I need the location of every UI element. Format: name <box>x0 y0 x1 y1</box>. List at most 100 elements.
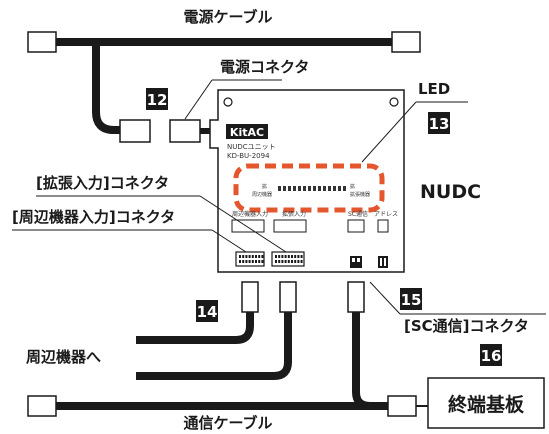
power-connector-leader <box>184 79 213 120</box>
device-model-code: KD-BU-2094 <box>227 152 270 160</box>
connector-pin <box>297 255 300 258</box>
connector-pin <box>287 260 290 263</box>
connector-pin <box>242 255 245 258</box>
badge-12 <box>146 88 168 110</box>
peripheral-leader <box>211 229 247 253</box>
led-segment <box>323 186 326 191</box>
nudc-label: NUDC <box>420 181 481 203</box>
power-cable-label: 電源ケーブル <box>183 8 272 26</box>
connector-pin <box>255 255 257 258</box>
connector-pin <box>248 260 251 263</box>
port-expansion-label: 拡張入力 <box>282 210 306 218</box>
connector-pin <box>278 260 281 263</box>
connector-pin <box>239 255 241 258</box>
power-connector-label: 電源コネクタ <box>220 58 309 76</box>
led-segment <box>278 186 281 191</box>
connector-pin <box>294 260 297 263</box>
connector-pin <box>294 255 297 258</box>
badge-13 <box>428 112 450 134</box>
connector-pin <box>242 260 245 263</box>
led-leader <box>361 101 417 163</box>
led-segment <box>318 186 321 191</box>
badge-16 <box>480 344 502 366</box>
badge-14-text: 14 <box>197 303 218 321</box>
badge-15-text: 15 <box>401 291 422 309</box>
connector-pin <box>291 260 293 263</box>
device-logo: KitAC <box>230 126 264 139</box>
connector-pin <box>251 260 254 263</box>
peripheral-plug-a <box>241 281 259 313</box>
connector-pin <box>300 255 303 258</box>
peripheral-input-connector <box>235 251 265 267</box>
to-peripheral-label: 周辺機器へ <box>26 348 101 366</box>
led-highlight <box>233 163 385 213</box>
expansion-connector-label: [拡張入力]コネクタ <box>36 174 169 192</box>
terminal-jumper <box>378 256 388 268</box>
led-segment <box>303 186 306 191</box>
led-segment <box>283 186 286 191</box>
sc-comm-connector <box>350 256 362 268</box>
connector-pin <box>239 260 241 263</box>
badge-12-text: 12 <box>147 91 168 109</box>
expansion-input-connector <box>271 251 305 267</box>
device-logo-box <box>226 124 268 139</box>
connector-pin <box>275 260 277 263</box>
connector-pin <box>300 260 303 263</box>
expansion-leader <box>199 195 287 253</box>
connector-pin <box>248 255 251 258</box>
connector-pin <box>255 260 257 263</box>
connector-pin <box>261 260 264 263</box>
connector-pin <box>251 255 254 258</box>
port-expansion-slot <box>273 219 307 233</box>
port-address-switch <box>377 219 389 233</box>
peripheral-plug-b <box>279 281 297 313</box>
comm-cable-plug-left <box>27 395 57 417</box>
connector-pin <box>245 255 248 258</box>
power-cable-plug-right <box>391 31 421 53</box>
led-segment <box>298 186 301 191</box>
connector-pin <box>258 255 261 258</box>
badge-16-text: 16 <box>481 347 502 365</box>
led-segment <box>313 186 316 191</box>
led-segment <box>343 186 346 191</box>
connector-pin <box>284 255 287 258</box>
connector-pin <box>281 255 284 258</box>
led-segment <box>338 186 341 191</box>
port-sc-label: SC通信 <box>348 210 368 218</box>
led-label-right-top: 拡 <box>350 183 355 190</box>
connector-pin <box>261 255 264 258</box>
terminal-board-box <box>427 377 545 429</box>
connector-pin <box>297 260 300 263</box>
connector-pin <box>258 260 261 263</box>
peripheral-cable-a <box>136 312 254 344</box>
connector-pin <box>291 255 293 258</box>
led-segment <box>333 186 336 191</box>
sc-connector-label: [SC通信]コネクタ <box>404 317 529 335</box>
led-label-left-bottom: 周辺機器 <box>252 191 272 198</box>
sc-leader <box>369 281 401 315</box>
badge-13-text: 13 <box>429 115 450 133</box>
connector-pin <box>245 260 248 263</box>
power-connector-plug-b <box>169 119 201 143</box>
sc-comm-plug <box>347 281 365 313</box>
led-label: LED <box>418 80 450 98</box>
power-cable-drop <box>92 42 124 134</box>
mount-hole-tl <box>223 97 233 107</box>
connector-pin <box>284 260 287 263</box>
mount-hole-tr <box>389 97 399 107</box>
led-segment <box>293 186 296 191</box>
led-segment <box>308 186 311 191</box>
peripheral-connector-label: [周辺機器入力]コネクタ <box>12 208 175 226</box>
power-connector-plug-a <box>119 119 151 143</box>
badge-15 <box>400 288 422 310</box>
led-segment <box>288 186 291 191</box>
led-indicator-row <box>278 186 346 191</box>
terminal-board-label: 終端基板 <box>448 393 525 416</box>
comm-cable-label: 通信ケーブル <box>183 414 272 432</box>
badge-14 <box>196 300 218 322</box>
connector-pin <box>275 255 277 258</box>
connector-pin <box>281 260 284 263</box>
device-model-name: NUDCユニット <box>227 143 276 151</box>
